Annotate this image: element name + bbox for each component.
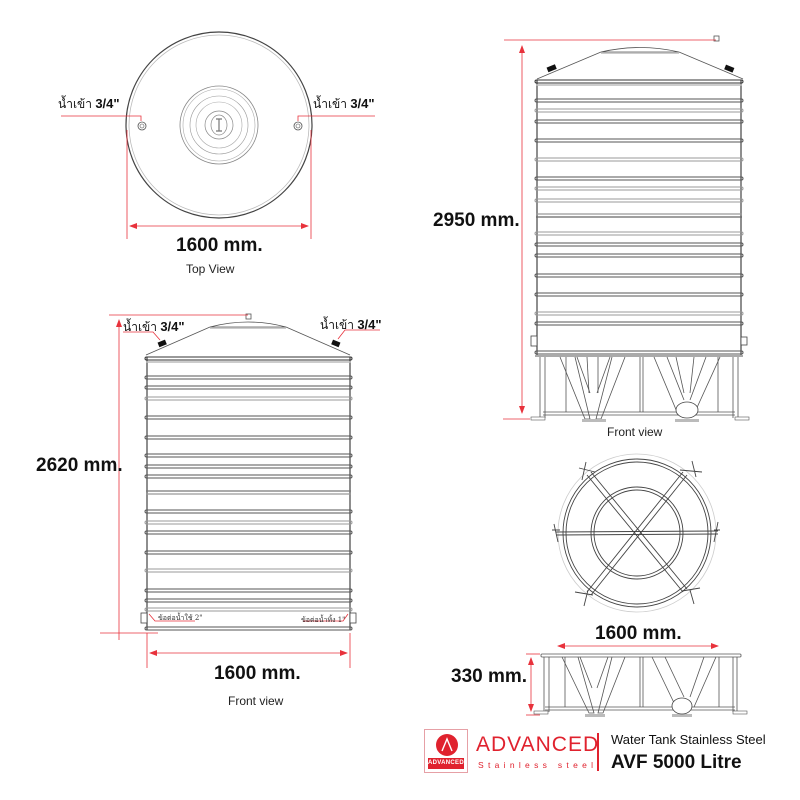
inlet-size: 3/4": [95, 96, 120, 111]
top-view-inlet-right-label: น้ำเข้า 3/4": [313, 95, 375, 114]
brand-block: ADVANCED ADVANCED Stainless steel Water …: [424, 729, 784, 777]
product-model: AVF 5000 Litre: [611, 752, 742, 773]
inlet-thai-text: น้ำเข้า: [58, 97, 92, 111]
outlet-left-label: ข้อต่อน้ำใช้ 2": [158, 614, 203, 622]
front-tank-width-dimension: 1600 mm.: [214, 663, 301, 684]
front-view-with-stand-drawing: [503, 35, 750, 422]
front-tank-inlet-right-label: น้ำเข้า 3/4": [320, 316, 382, 335]
front-stand-caption: Front view: [607, 425, 663, 439]
inlet-thai-text: น้ำเข้า: [313, 97, 347, 111]
inlet-size: 3/4": [350, 96, 375, 111]
stand-side-view-drawing: [526, 653, 748, 717]
brand-divider: [597, 733, 599, 771]
front-view-tank-drawing: [100, 313, 380, 668]
top-view-diameter-dimension: 1600 mm.: [176, 235, 263, 256]
brand-name: ADVANCED: [476, 733, 600, 756]
front-tank-inlet-left-label: น้ำเข้า 3/4": [123, 318, 185, 337]
front-tank-height-dimension: 2620 mm.: [36, 455, 123, 476]
inlet-size: 3/4": [160, 319, 185, 334]
top-view-drawing: [61, 31, 375, 239]
brand-tagline: Stainless steel: [478, 760, 598, 770]
front-stand-height-dimension: 2950 mm.: [433, 210, 520, 231]
inlet-thai-text: น้ำเข้า: [320, 318, 354, 332]
inlet-size: 3/4": [357, 317, 382, 332]
top-view-inlet-left-label: น้ำเข้า 3/4": [58, 95, 120, 114]
outlet-right-label: ข้อต่อน้ำทิ้ง 1": [301, 616, 346, 624]
product-type: Water Tank Stainless Steel: [611, 732, 766, 747]
brand-logo: ADVANCED: [424, 729, 468, 773]
inlet-thai-text: น้ำเข้า: [123, 320, 157, 334]
front-tank-caption: Front view: [228, 694, 284, 708]
top-view-caption: Top View: [186, 262, 235, 276]
logo-triangle-icon: [436, 734, 458, 756]
stand-height-dimension: 330 mm.: [451, 666, 528, 687]
logo-text: ADVANCED: [428, 758, 464, 769]
stand-diameter-dimension: 1600 mm.: [595, 623, 682, 644]
stand-top-view-drawing: [552, 453, 720, 649]
